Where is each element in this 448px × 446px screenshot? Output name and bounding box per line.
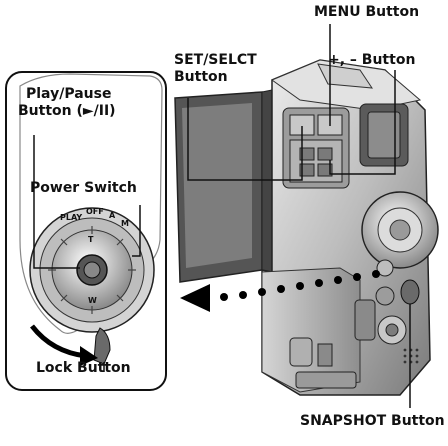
dial-mark-auto: A — [109, 211, 116, 220]
plus-minus-label: +, – Button — [328, 52, 415, 69]
play-pause-label-line1: Play/Pause — [26, 86, 111, 103]
lock-button-label: Lock Button — [36, 360, 131, 377]
dial-mark-t: T — [88, 235, 94, 244]
snapshot-button-label: SNAPSHOT Button — [300, 413, 445, 430]
set-select-label-line1: SET/SELCT — [174, 52, 257, 69]
pointer-arrowhead — [180, 284, 210, 312]
dial-mark-w: W — [88, 296, 97, 305]
dial-mark-play: PLAY — [60, 213, 82, 222]
dial-mark-off: OFF — [86, 207, 104, 216]
menu-button-label: MENU Button — [314, 4, 419, 21]
snapshot-key — [401, 280, 419, 304]
camcorder-body — [175, 60, 438, 395]
power-switch-label: Power Switch — [30, 180, 137, 197]
play-pause-label-line2: Button (►/II) — [18, 103, 116, 120]
set-select-label-line2: Button — [174, 69, 228, 86]
dial-mark-manual: M — [121, 219, 129, 228]
